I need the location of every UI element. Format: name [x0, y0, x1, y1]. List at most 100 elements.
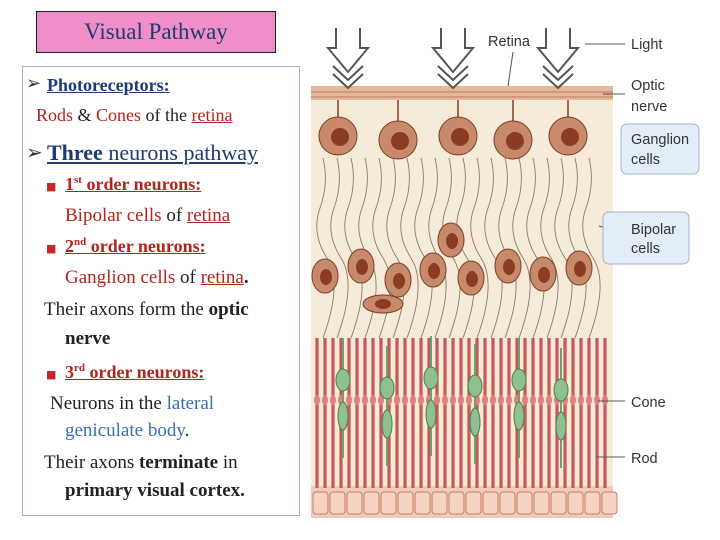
pigment-cell [431, 491, 448, 515]
horizontal-nucleus [375, 299, 391, 309]
rod-nucleus [378, 395, 384, 405]
photoreceptors-heading: Photoreceptors: [47, 75, 170, 95]
rod-nucleus [330, 395, 336, 405]
rod-nucleus [506, 395, 512, 405]
bipolar-nucleus [393, 273, 405, 289]
rod-label: Rod [631, 451, 658, 467]
cone-segment [425, 399, 437, 429]
dendrite-fiber [526, 157, 545, 339]
rod-nucleus [530, 395, 536, 405]
cone-segment [469, 407, 481, 437]
rod-nucleus [322, 395, 328, 405]
cone-body [511, 368, 527, 392]
rods-layer [314, 338, 608, 488]
rod-nucleus [450, 395, 456, 405]
square-bullet-icon: ■ [46, 242, 57, 255]
square-bullet-icon: ■ [46, 180, 57, 193]
ganglion-label: Ganglion [631, 132, 689, 148]
optic-label: Optic [631, 78, 665, 94]
cortex-line: primary visual cortex. [65, 480, 245, 501]
pigment-cell [346, 491, 363, 515]
pigment-cell [363, 491, 380, 515]
arrow-bullet-icon: ➢ [26, 140, 43, 164]
light-arrow-icon [430, 28, 476, 90]
rod-nucleus [410, 395, 416, 405]
dendrite-fiber [484, 157, 503, 339]
pigment-cells [312, 491, 618, 515]
nerve-word: nerve [65, 328, 111, 349]
rod-nucleus [394, 395, 400, 405]
pigment-cell [380, 491, 397, 515]
pigment-cell [414, 491, 431, 515]
rod-nucleus [546, 395, 552, 405]
geniculate-line: geniculate body. [65, 420, 190, 441]
dendrite-fiber [400, 157, 419, 339]
pigment-cell [516, 491, 533, 515]
cones-layer [335, 336, 569, 468]
retina-leader-line [507, 51, 514, 87]
rod-nucleus [594, 395, 600, 405]
ganglion-label-box [620, 123, 700, 175]
rod-nucleus [434, 395, 440, 405]
rod-nucleus [354, 395, 360, 405]
bipolar-label-box [602, 211, 690, 265]
nerve-label: nerve [631, 99, 667, 115]
cone-segment [555, 411, 567, 441]
ganglion-nucleus [506, 132, 524, 150]
cone-body [335, 368, 351, 392]
ganglion-cells-label: cells [631, 152, 660, 168]
pigment-cell [584, 491, 601, 515]
cone-segment [513, 401, 525, 431]
rod-nucleus [370, 395, 376, 405]
dendrite-fiber [554, 157, 573, 339]
light-arrow-icon [535, 28, 581, 90]
bipolar-cells-layer [311, 222, 593, 314]
rod-nucleus [442, 395, 448, 405]
retina-diagram: Retina Light Optic nerve Ganglion cells … [303, 8, 715, 518]
pigment-cell [397, 491, 414, 515]
bipolar-nucleus [574, 261, 586, 277]
dendrite-fiber [470, 157, 489, 339]
bipolar-nucleus [466, 271, 478, 287]
pigment-cell [465, 491, 482, 515]
second-order-heading: 2nd order neurons: [65, 236, 206, 256]
optic-nerve-fibers [311, 91, 613, 98]
rod-nucleus [458, 395, 464, 405]
rod-nucleus [578, 395, 584, 405]
rod-nucleus [602, 395, 608, 405]
ganglion-nucleus [561, 128, 579, 146]
bipolar-nucleus [503, 259, 515, 275]
nerve-fiber-layer [311, 86, 613, 100]
dendrite-fiber [316, 157, 335, 339]
light-arrow-icon [325, 28, 371, 90]
rod-nucleus [522, 395, 528, 405]
cone-body [379, 376, 395, 400]
ganglion-cells-layer [318, 100, 588, 160]
optic-nerve-line: Their axons form the optic [44, 299, 249, 320]
pigment-cell [329, 491, 346, 515]
cone-label: Cone [631, 395, 666, 411]
dendrite-fiber [568, 157, 587, 339]
first-order-heading: 1st order neurons: [65, 174, 202, 194]
rod-nucleus [490, 395, 496, 405]
cone-segment [337, 401, 349, 431]
pigment-cell [482, 491, 499, 515]
rod-nucleus [362, 395, 368, 405]
rod-nucleus [482, 395, 488, 405]
dendrite-fiber [582, 157, 601, 339]
pigment-cell [567, 491, 584, 515]
pigment-cell [312, 491, 329, 515]
bipolar-nucleus [356, 259, 368, 275]
rod-nucleus [570, 395, 576, 405]
ganglion-nucleus [331, 128, 349, 146]
bipolar-nucleus [320, 269, 332, 285]
bipolar-nucleus [428, 263, 440, 279]
rod-nucleus [538, 395, 544, 405]
cone-body [467, 374, 483, 398]
rod-nucleus [346, 395, 352, 405]
square-bullet-icon: ■ [46, 368, 57, 381]
dendrite-fiber [498, 157, 517, 339]
dendrite-fiber [330, 157, 349, 339]
ganglion-nucleus [391, 132, 409, 150]
rod-nucleus [466, 395, 472, 405]
